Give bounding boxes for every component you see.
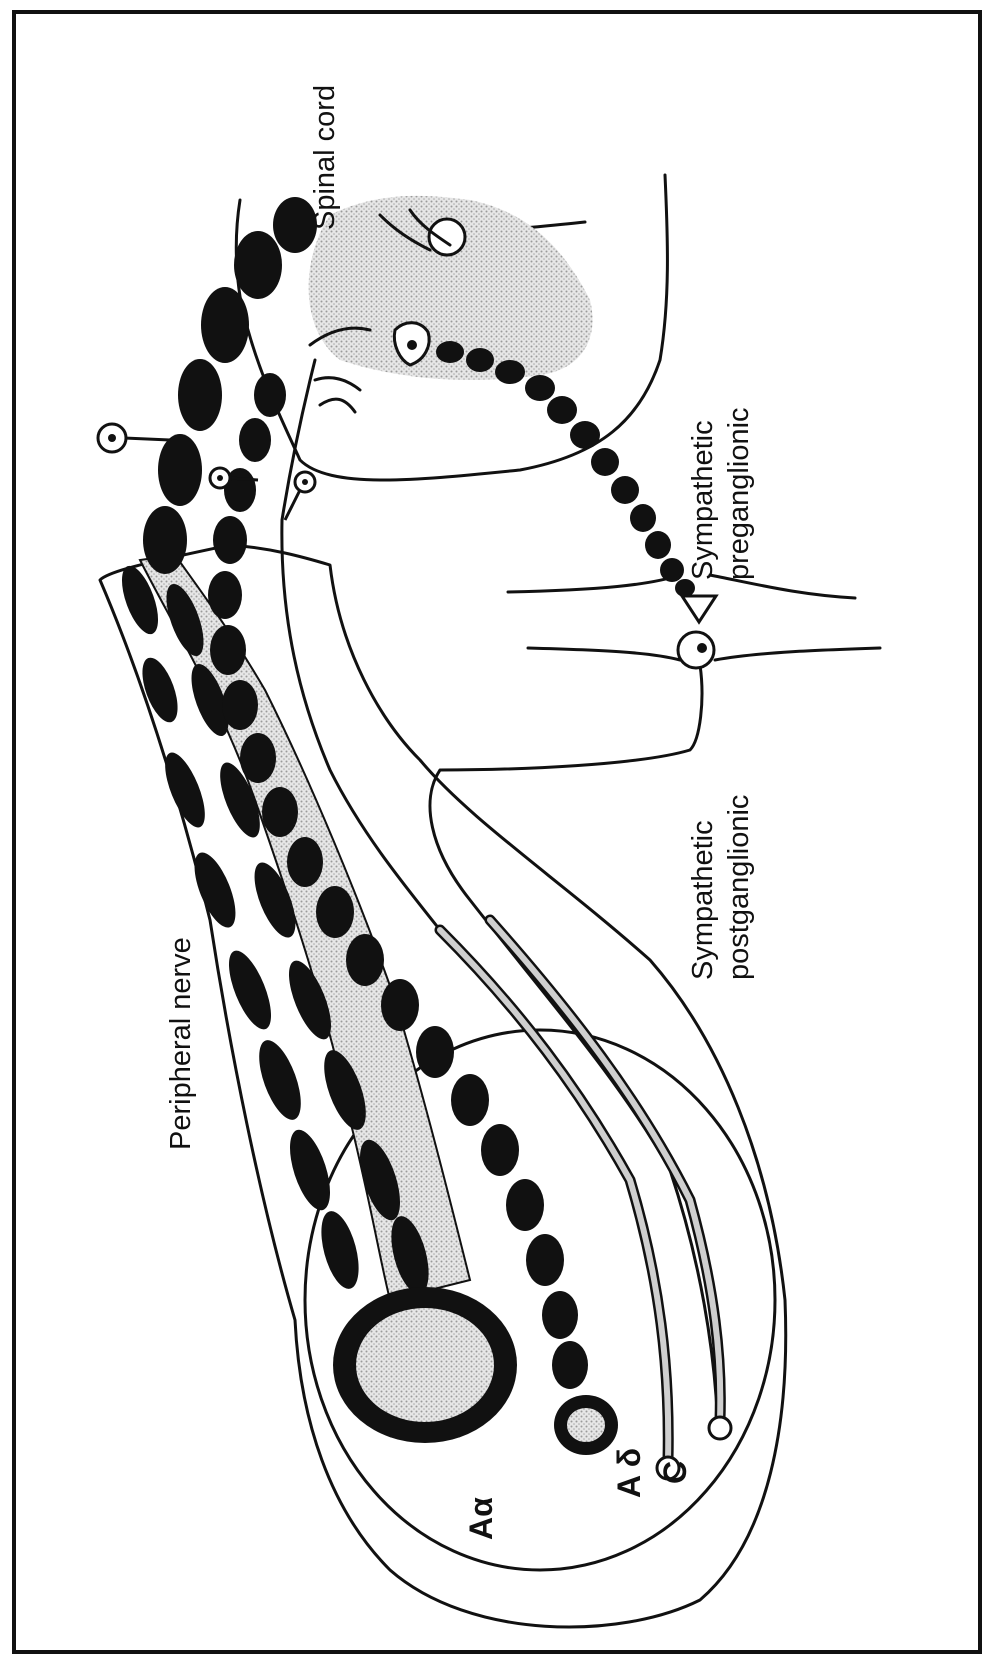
label-peripheral-nerve: Peripheral nerve	[165, 937, 197, 1150]
a-alpha-soma-stalk	[125, 438, 170, 440]
label-fiber-c: C	[657, 1461, 693, 1484]
label-fiber-a-alpha: Aα	[463, 1497, 499, 1540]
postganglionic-cross-section	[709, 1417, 731, 1439]
label-spinal-cord: Spinal cord	[309, 85, 341, 230]
a-alpha-axon-cross-section	[355, 1307, 495, 1423]
a-alpha-soma-nucleus	[108, 434, 116, 442]
ganglion-cell	[678, 632, 714, 668]
label-sympathetic-preganglionic-1: Sympathetic	[687, 420, 719, 580]
central-canal	[429, 219, 465, 255]
label-fiber-a-delta: A δ	[611, 1448, 647, 1498]
label-sympathetic-postganglionic-1: Sympathetic	[687, 820, 719, 980]
label-sympathetic-preganglionic-2: preganglionic	[723, 407, 755, 580]
a-delta-axon-cross-section	[566, 1407, 606, 1443]
ganglion-cell-nucleus	[697, 643, 707, 653]
label-sympathetic-postganglionic-2: postganglionic	[723, 795, 755, 980]
